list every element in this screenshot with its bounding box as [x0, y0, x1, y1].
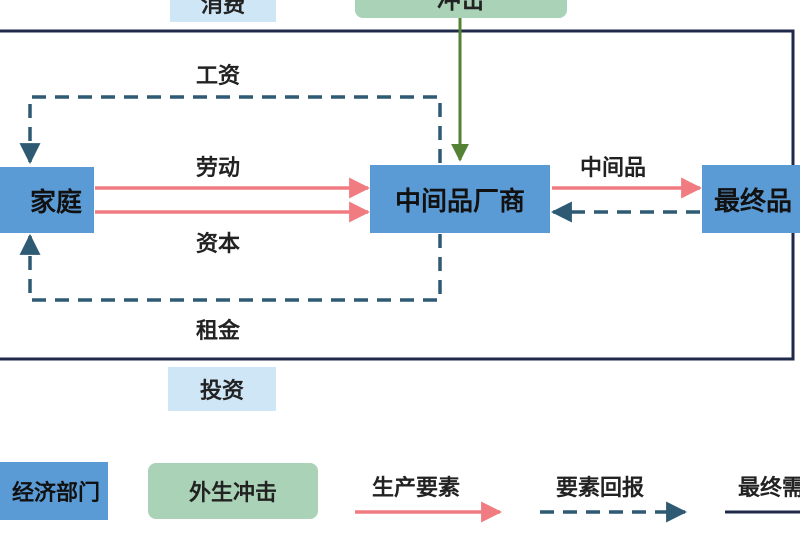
wage-return-arrow — [19, 95, 442, 232]
investment-label: 投资 — [168, 367, 276, 411]
legend-factor-label: 生产要素 — [372, 475, 461, 501]
intermediate-firm-text: 中间品厂商 — [394, 186, 525, 217]
shock-top-text: 冲击 — [437, 0, 485, 15]
shock-top-box: 冲击 — [355, 0, 567, 18]
final-firm-text: 最终品 — [714, 186, 793, 217]
household-text: 家庭 — [29, 187, 82, 218]
rent-label: 租金 — [196, 318, 241, 344]
wage-label: 工资 — [196, 63, 241, 89]
legend-shock-text: 外生冲击 — [188, 480, 277, 506]
legend-sector-box: 经济部门 — [0, 462, 108, 520]
legend-sector-text: 经济部门 — [11, 480, 100, 506]
intermediate-goods-label: 中间品 — [580, 155, 647, 181]
labor-label: 劳动 — [196, 155, 241, 181]
consumption-label: 消费 — [170, 0, 276, 22]
intermediate-firm-node: 中间品厂商 — [370, 165, 550, 233]
legend-final-label: 最终需 — [738, 475, 800, 501]
consumption-text: 消费 — [200, 0, 245, 18]
capital-label: 资本 — [196, 231, 241, 257]
legend-shock-box: 外生冲击 — [148, 463, 318, 519]
investment-text: 投资 — [199, 378, 244, 404]
final-firm-node: 最终品 — [702, 165, 800, 233]
household-node: 家庭 — [0, 167, 94, 233]
rent-return-arrow — [19, 233, 442, 302]
legend-return-label: 要素回报 — [556, 475, 645, 501]
